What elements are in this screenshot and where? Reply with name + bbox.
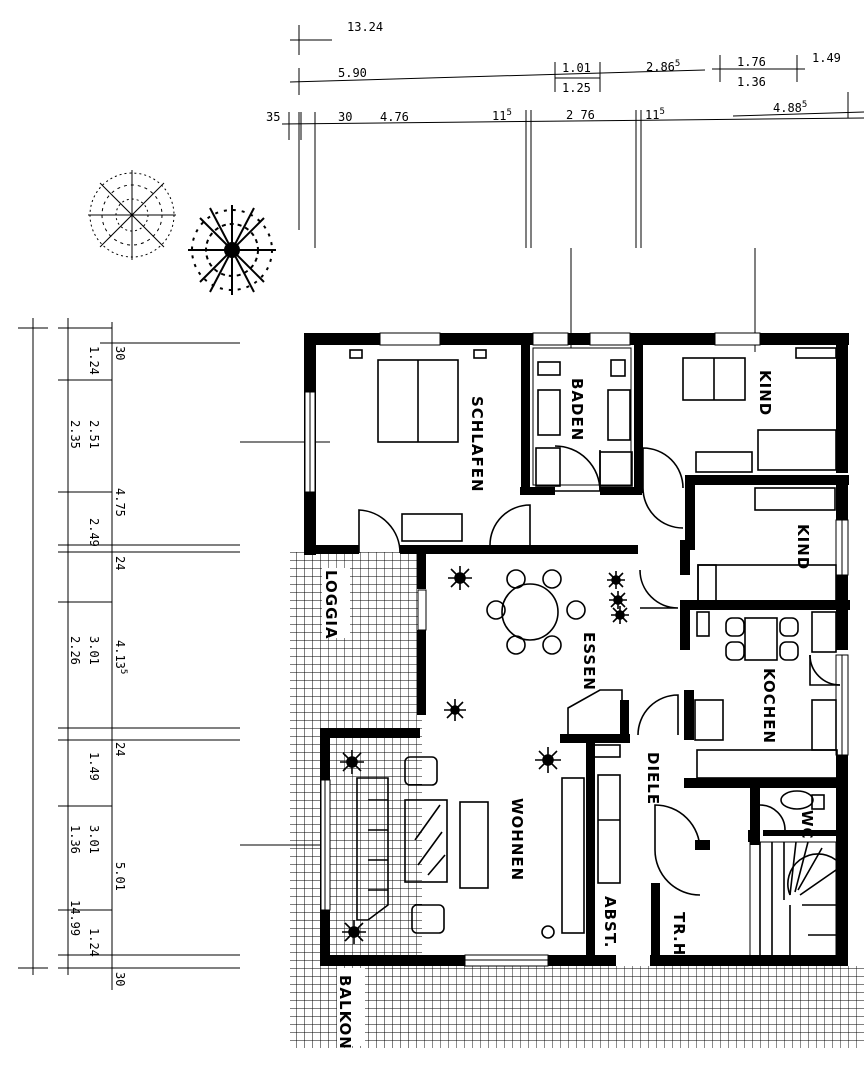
dim-total-width: 13.24 [347,20,383,34]
dim-left-2-26: 2.26 [68,636,82,665]
room-label-kind-2: KIND [794,524,812,570]
dim-left-30a: 30 [113,346,127,360]
windows [304,332,849,967]
dim-left-24b: 24 [113,742,127,756]
room-label-baden: BADEN [568,378,586,441]
dim-5-90: 5.90 [338,66,367,80]
dim-2-76: 2 76 [566,108,595,122]
doors [358,445,841,896]
walls [304,333,850,966]
dim-35: 35 [266,110,280,124]
dim-left-2-51: 2.51 [87,420,101,449]
dim-left-30b: 30 [113,972,127,986]
dim-11-5-a: 115 [492,108,512,123]
room-label-kind-1: KIND [756,370,774,416]
room-labels: SCHLAFEN BADEN KIND KIND ESSEN KOCHEN LO… [322,370,816,1050]
room-label-balkon: BALKON [336,975,354,1050]
plant-icons [340,566,629,944]
top-dimensions: 13.24 5.90 1.01 1.25 2.865 1.76 1.36 1.4… [266,20,864,352]
dim-left-5-01: 5.01 [113,862,127,891]
dim-left-1-24a: 1.24 [87,346,101,375]
room-label-essen: ESSEN [580,632,598,691]
dim-1-01: 1.01 [562,61,591,75]
dim-1-49: 1.49 [812,51,841,65]
dim-1-25: 1.25 [562,81,591,95]
dim-left-4-75: 4.75 [113,488,127,517]
left-dimensions: 2.35 2.26 1.36 14.99 1.24 2.51 2.49 3.01… [18,318,330,990]
room-label-diele: DIELE [644,752,662,805]
room-label-kochen: KOCHEN [760,668,778,744]
dim-left-3-01b: 3.01 [87,825,101,854]
dim-left-1-24b: 1.24 [87,928,101,957]
dim-left-2-49: 2.49 [87,518,101,547]
room-label-wc: WC [798,810,816,840]
dim-left-1-36: 1.36 [68,825,82,854]
dim-4-88: 4.885 [773,100,807,115]
room-label-loggia: LOGGIA [322,570,340,640]
room-label-wohnen: WOHNEN [508,798,526,881]
dim-11-5-b: 115 [645,107,665,122]
dim-left-4-13-5: 4.135 [113,640,128,674]
room-label-schlafen: SCHLAFEN [468,396,486,493]
dim-2-86: 2.865 [646,59,680,74]
room-label-abst: ABST. [601,896,619,949]
furniture [349,347,838,957]
dim-left-1-49: 1.49 [87,752,101,781]
dim-left-2-35: 2.35 [68,420,82,449]
dim-left-24a: 24 [113,556,127,570]
dim-1-36: 1.36 [737,75,766,89]
dim-left-3-01a: 3.01 [87,636,101,665]
dim-1-76: 1.76 [737,55,766,69]
dim-left-14-99: 14.99 [68,900,82,936]
tree-icon [88,170,276,295]
dim-4-76: 4.76 [380,110,409,124]
dim-30: 30 [338,110,352,124]
room-label-trh: TR.H [670,912,688,956]
